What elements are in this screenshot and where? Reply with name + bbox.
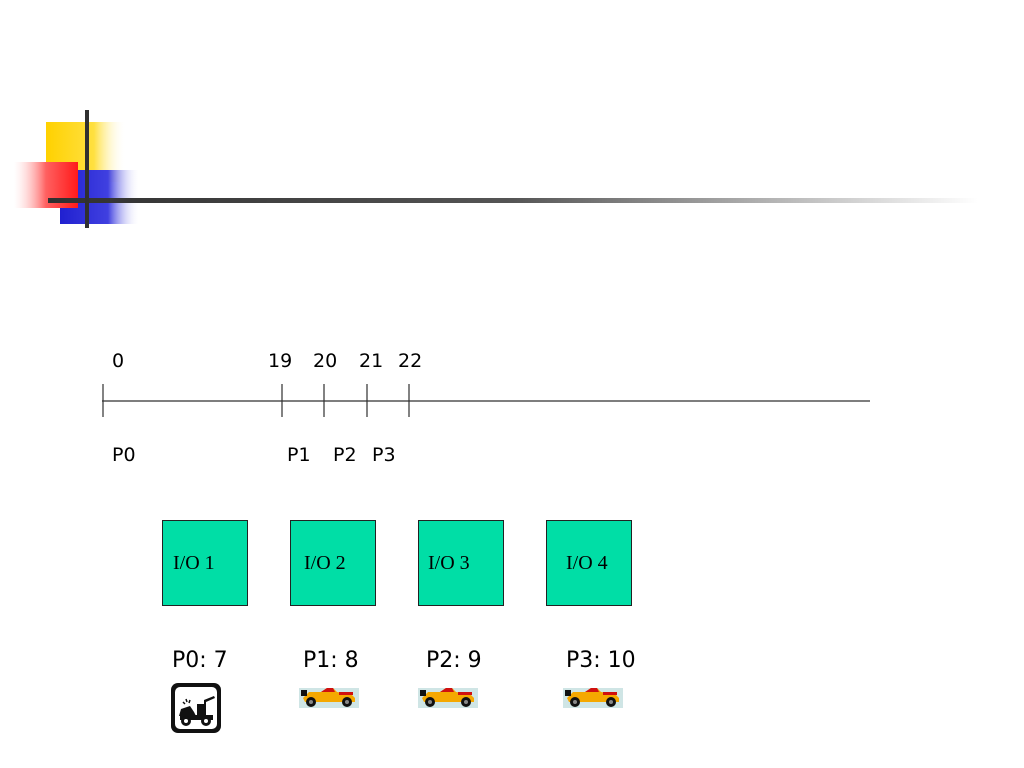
io-device-label: I/O 3 xyxy=(428,552,470,574)
timeline-time-label: 0 xyxy=(112,350,125,372)
io-device-box: I/O 2 xyxy=(290,520,376,606)
tow-truck-icon xyxy=(171,683,221,733)
io-device-label: I/O 1 xyxy=(173,552,215,574)
io-device-box: I/O 4 xyxy=(546,520,632,606)
timeline-time-label: 19 xyxy=(268,350,293,372)
job-label: P3: 10 xyxy=(566,648,636,673)
timeline-process-label: P3 xyxy=(372,444,396,466)
ornament-vertical-line xyxy=(85,110,89,228)
job-label: P0: 7 xyxy=(172,648,228,673)
race-car-icon xyxy=(418,688,478,708)
io-device-label: I/O 4 xyxy=(566,552,608,574)
timeline-process-label: P0 xyxy=(112,444,136,466)
timeline-time-label: 20 xyxy=(313,350,338,372)
io-device-label: I/O 2 xyxy=(304,552,346,574)
title-ornament xyxy=(14,110,978,228)
race-car-icon xyxy=(299,688,359,708)
ornament-horizontal-line xyxy=(48,198,978,203)
timeline-time-label: 21 xyxy=(359,350,384,372)
io-device-box: I/O 3 xyxy=(418,520,504,606)
timeline-time-label: 22 xyxy=(398,350,423,372)
timeline-process-label: P1 xyxy=(287,444,311,466)
job-label: P1: 8 xyxy=(303,648,359,673)
job-label: P2: 9 xyxy=(426,648,482,673)
timeline-process-label: P2 xyxy=(333,444,357,466)
race-car-icon xyxy=(563,688,623,708)
io-device-box: I/O 1 xyxy=(162,520,248,606)
